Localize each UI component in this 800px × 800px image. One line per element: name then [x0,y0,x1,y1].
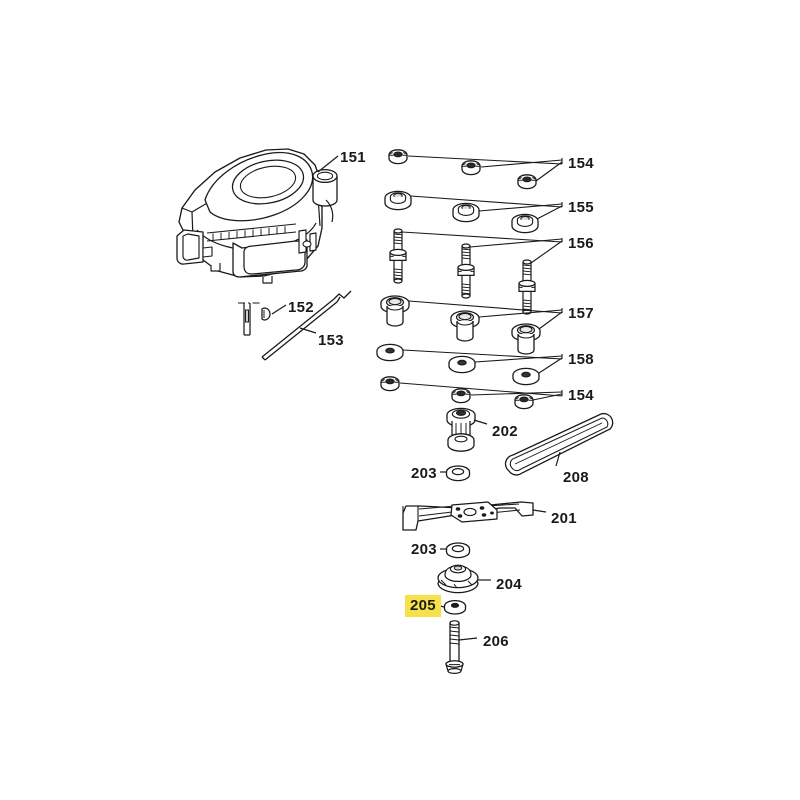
label-204[interactable]: 204 [496,576,522,593]
label-152[interactable]: 152 [288,299,314,316]
part-208-drive-belt [504,412,614,476]
part-158-flat-washer-row [376,343,540,386]
label-151[interactable]: 151 [340,149,366,166]
part-205-blade-bolt-washer [443,599,467,615]
part-151-engine-assembly [176,148,338,284]
part-152-oil-drain-plug [238,302,271,336]
leader-206 [458,637,478,641]
leader-201 [532,509,547,513]
label-201[interactable]: 201 [551,510,577,527]
leader-153 [299,327,317,334]
label-206[interactable]: 206 [483,633,509,650]
label-155[interactable]: 155 [568,199,594,216]
label-158[interactable]: 158 [568,351,594,368]
leader-202 [473,419,488,425]
label-157[interactable]: 157 [568,305,594,322]
label-154-top[interactable]: 154 [568,155,594,172]
label-203-upper[interactable]: 203 [411,465,437,482]
label-202[interactable]: 202 [492,423,518,440]
label-208[interactable]: 208 [563,469,589,486]
leader-154-bottom [399,382,563,401]
part-202-spindle-pulley [446,407,476,452]
leader-208 [555,451,561,467]
part-154-hex-nut-row-bottom [380,376,534,410]
label-203-lower[interactable]: 203 [411,541,437,558]
leader-156 [401,231,563,264]
part-204-blade-adapter-hub [437,564,479,594]
label-205-highlighted[interactable]: 205 [405,595,441,617]
part-203-washer-lower [445,542,471,559]
leader-155 [410,195,563,220]
label-153[interactable]: 153 [318,332,344,349]
leader-154-top [407,155,563,182]
label-154-bottom[interactable]: 154 [568,387,594,404]
leader-158 [402,349,563,374]
part-155-flanged-bushing-row [384,190,539,234]
leader-151 [317,155,339,173]
part-206-blade-bolt [445,620,464,674]
part-203-washer-upper [445,465,471,482]
part-201-cutting-blade [402,501,534,531]
label-156[interactable]: 156 [568,235,594,252]
leader-157 [408,300,563,330]
leader-152 [271,304,287,315]
part-153-throttle-control-rod [261,290,352,361]
